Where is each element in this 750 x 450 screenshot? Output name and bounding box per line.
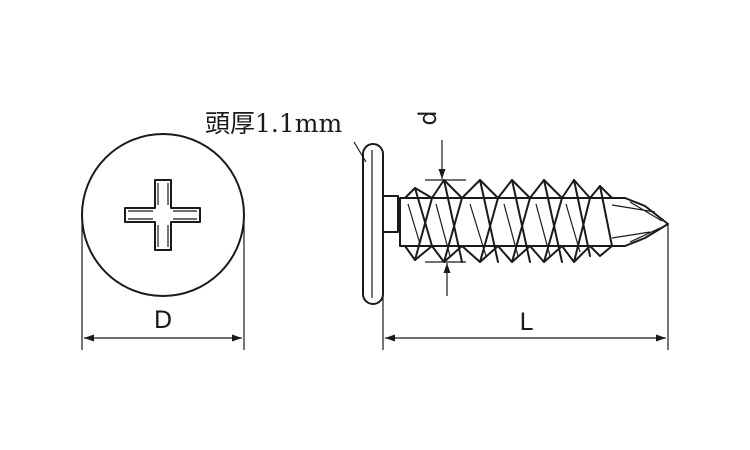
head-top-view: D (81, 133, 245, 350)
thread-diameter-label: d (414, 110, 442, 125)
thread-crests-top (404, 179, 613, 199)
washer-head-side (362, 143, 384, 305)
head-thickness-note: 頭厚1.1mm (205, 109, 342, 138)
thread-shading (407, 203, 581, 257)
thread-crests-bottom (404, 245, 613, 263)
drill-point-lines (611, 201, 663, 243)
thread-body-outline (399, 197, 669, 247)
thread-helix-lines (414, 179, 613, 263)
phillips-cross-recess (124, 179, 201, 251)
shank-neck (381, 195, 399, 233)
screw-side-view: 頭厚1.1mm d L (205, 109, 669, 350)
head-outline (81, 133, 245, 297)
head-diameter-label: D (154, 306, 172, 334)
head-thickness-leader (353, 141, 367, 163)
length-label: L (519, 308, 533, 336)
